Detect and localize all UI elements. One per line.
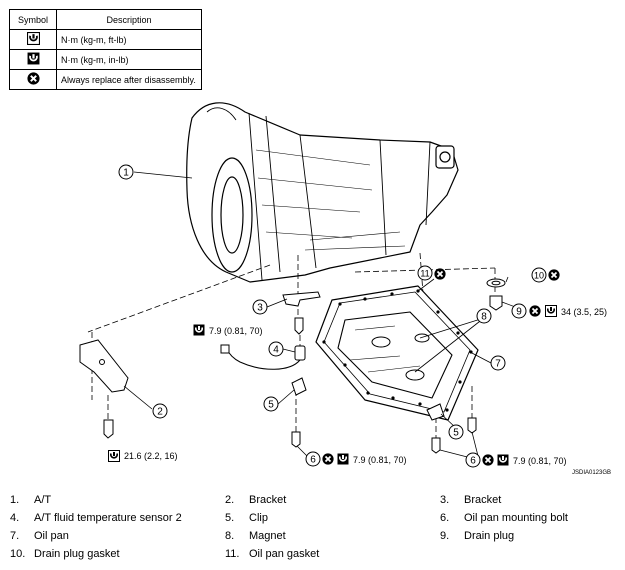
callout-5-left: 5 <box>268 400 274 411</box>
part-item: 8.Magnet <box>225 530 286 542</box>
torque-in-lb-icon <box>26 52 40 65</box>
torque-bracket-lower-bolt: 21.6 (2.2, 16) <box>124 451 178 461</box>
legend-description: Always replace after disassembly. <box>56 69 202 90</box>
torque-pan-bolt-left: 7.9 (0.81, 70) <box>353 455 407 465</box>
replace-icon-6-left <box>322 453 334 465</box>
callout-leaders <box>123 171 527 461</box>
part-item: 9.Drain plug <box>440 530 515 542</box>
part-item: 6.Oil pan mounting bolt <box>440 512 568 524</box>
figure-code: JSDIA0123GB <box>572 470 612 476</box>
legend-header-symbol: Symbol <box>9 9 57 30</box>
part-item: 7.Oil pan <box>10 530 69 542</box>
part-item: 5.Clip <box>225 512 268 524</box>
small-parts <box>79 278 506 454</box>
part-item: 10.Drain plug gasket <box>10 548 120 560</box>
torque-ft-lb-icon-9 <box>545 305 557 317</box>
always-replace-icon <box>26 72 40 85</box>
replace-icon-6-right <box>482 454 494 466</box>
oil-pan-drawing <box>315 285 479 421</box>
torque-drain-plug: 34 (3.5, 25) <box>561 307 607 317</box>
callout-6-right: 6 <box>470 456 476 467</box>
legend-description: N·m (kg-m, ft-lb) <box>56 29 202 50</box>
torque-in-lb-icon-6-right <box>497 454 509 466</box>
part-item: 2.Bracket <box>225 494 287 506</box>
callout-1: 1 <box>123 168 129 179</box>
torque-pan-bolt-right: 7.9 (0.81, 70) <box>513 456 567 466</box>
exploded-view-diagram: 1 2 3 4 5 5 6 6 7 8 9 10 11 34 (3.5, 25)… <box>79 102 607 468</box>
callout-6-left: 6 <box>310 455 316 466</box>
callout-7: 7 <box>495 359 501 370</box>
part-item: 3.Bracket <box>440 494 502 506</box>
part-item: 11.Oil pan gasket <box>225 548 320 560</box>
callout-3: 3 <box>257 303 263 314</box>
part-item: 1.A/T <box>10 494 52 506</box>
torque-bracket-bolt: 7.9 (0.81, 70) <box>209 326 263 336</box>
torque-ft-lb-icon-2 <box>108 450 120 462</box>
symbol-legend-table: Symbol Description N·m (kg-m, ft-lb) N·m… <box>9 9 202 90</box>
callout-8: 8 <box>481 312 487 323</box>
transmission-drawing <box>186 102 459 283</box>
callout-circles <box>118 164 547 468</box>
torque-in-lb-icon-3 <box>193 324 205 336</box>
torque-ft-lb-icon <box>26 32 40 45</box>
legend-description: N·m (kg-m, in-lb) <box>56 49 202 70</box>
callout-5-right: 5 <box>453 428 459 439</box>
callout-2: 2 <box>157 407 163 418</box>
callout-10: 10 <box>534 271 544 281</box>
legend-header-description: Description <box>56 9 202 30</box>
callout-11: 11 <box>420 269 429 279</box>
part-item: 4.A/T fluid temperature sensor 2 <box>10 512 182 524</box>
torque-in-lb-icon-6-left <box>337 453 349 465</box>
callout-4: 4 <box>273 345 279 356</box>
replace-icon-9 <box>529 305 541 317</box>
replace-icon-11 <box>434 268 446 280</box>
callout-9: 9 <box>516 307 522 318</box>
replace-icon-10 <box>548 269 560 281</box>
